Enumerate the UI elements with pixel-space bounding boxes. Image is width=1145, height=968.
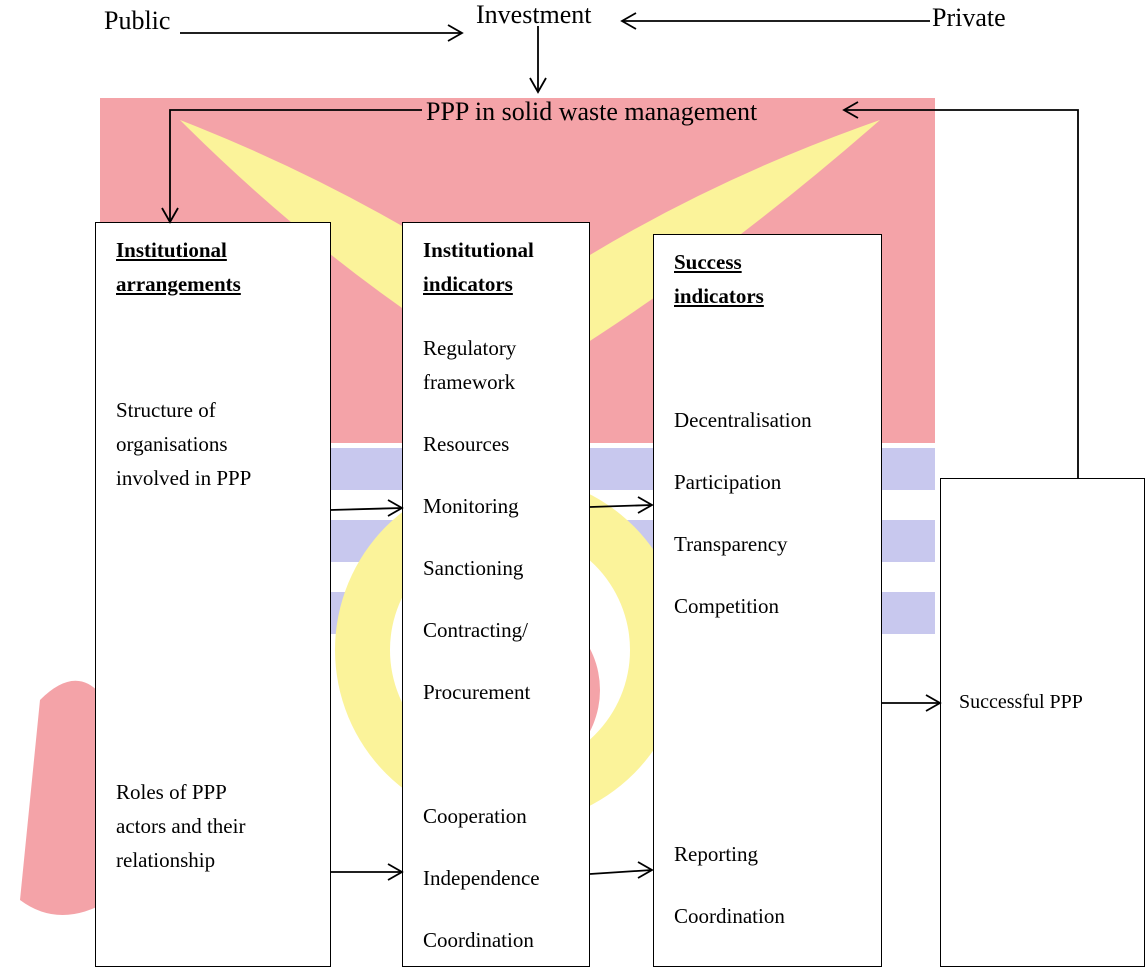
roles-line-1: Roles of PPP [116,780,227,804]
indicator-resources: Resources [423,432,510,456]
structure-line-1: Structure of [116,398,216,422]
indicator-cooperation: Cooperation [423,804,527,828]
indicator-framework: framework [423,370,516,394]
success-heading-underlined: indicators [674,284,764,308]
success-participation: Participation [674,470,782,494]
roles-line-3: relationship [116,848,216,872]
private-label: Private [932,3,1006,32]
indicator-procurement: Procurement [423,680,531,704]
public-label: Public [104,6,171,35]
arrangements-heading: Institutional [116,238,227,262]
arrangements-heading-underlined: arrangements [116,272,241,296]
ppp-solid-waste-label: PPP in solid waste management [426,97,758,126]
institutional-arrangements-box: Institutional arrangements Structure of … [95,222,331,967]
structure-line-3: involved in PPP [116,466,252,490]
success-competition: Competition [674,594,779,618]
indicator-regulatory: Regulatory [423,336,517,360]
indicator-coordination: Coordination [423,928,534,952]
successful-ppp-label: Successful PPP [959,691,1083,713]
institutional-indicators-box: Institutional indicators Regulatory fram… [402,222,590,967]
indicator-contracting: Contracting/ [423,618,528,642]
indicators-heading-underlined: indicators [423,272,513,296]
investment-label: Investment [476,0,592,29]
structure-line-2: organisations [116,432,228,456]
success-reporting: Reporting [674,842,758,866]
success-heading: Success [674,250,742,274]
success-coordination: Coordination [674,904,785,928]
success-transparency: Transparency [674,532,788,556]
roles-line-2: actors and their [116,814,246,838]
success-decentralisation: Decentralisation [674,408,812,432]
indicators-heading: Institutional [423,238,534,262]
indicator-independence: Independence [423,866,540,890]
indicator-sanctioning: Sanctioning [423,556,524,580]
success-indicators-box: Success indicators Decentralisation Part… [653,234,882,967]
indicator-monitoring: Monitoring [423,494,519,518]
successful-ppp-box: Successful PPP [940,478,1145,967]
